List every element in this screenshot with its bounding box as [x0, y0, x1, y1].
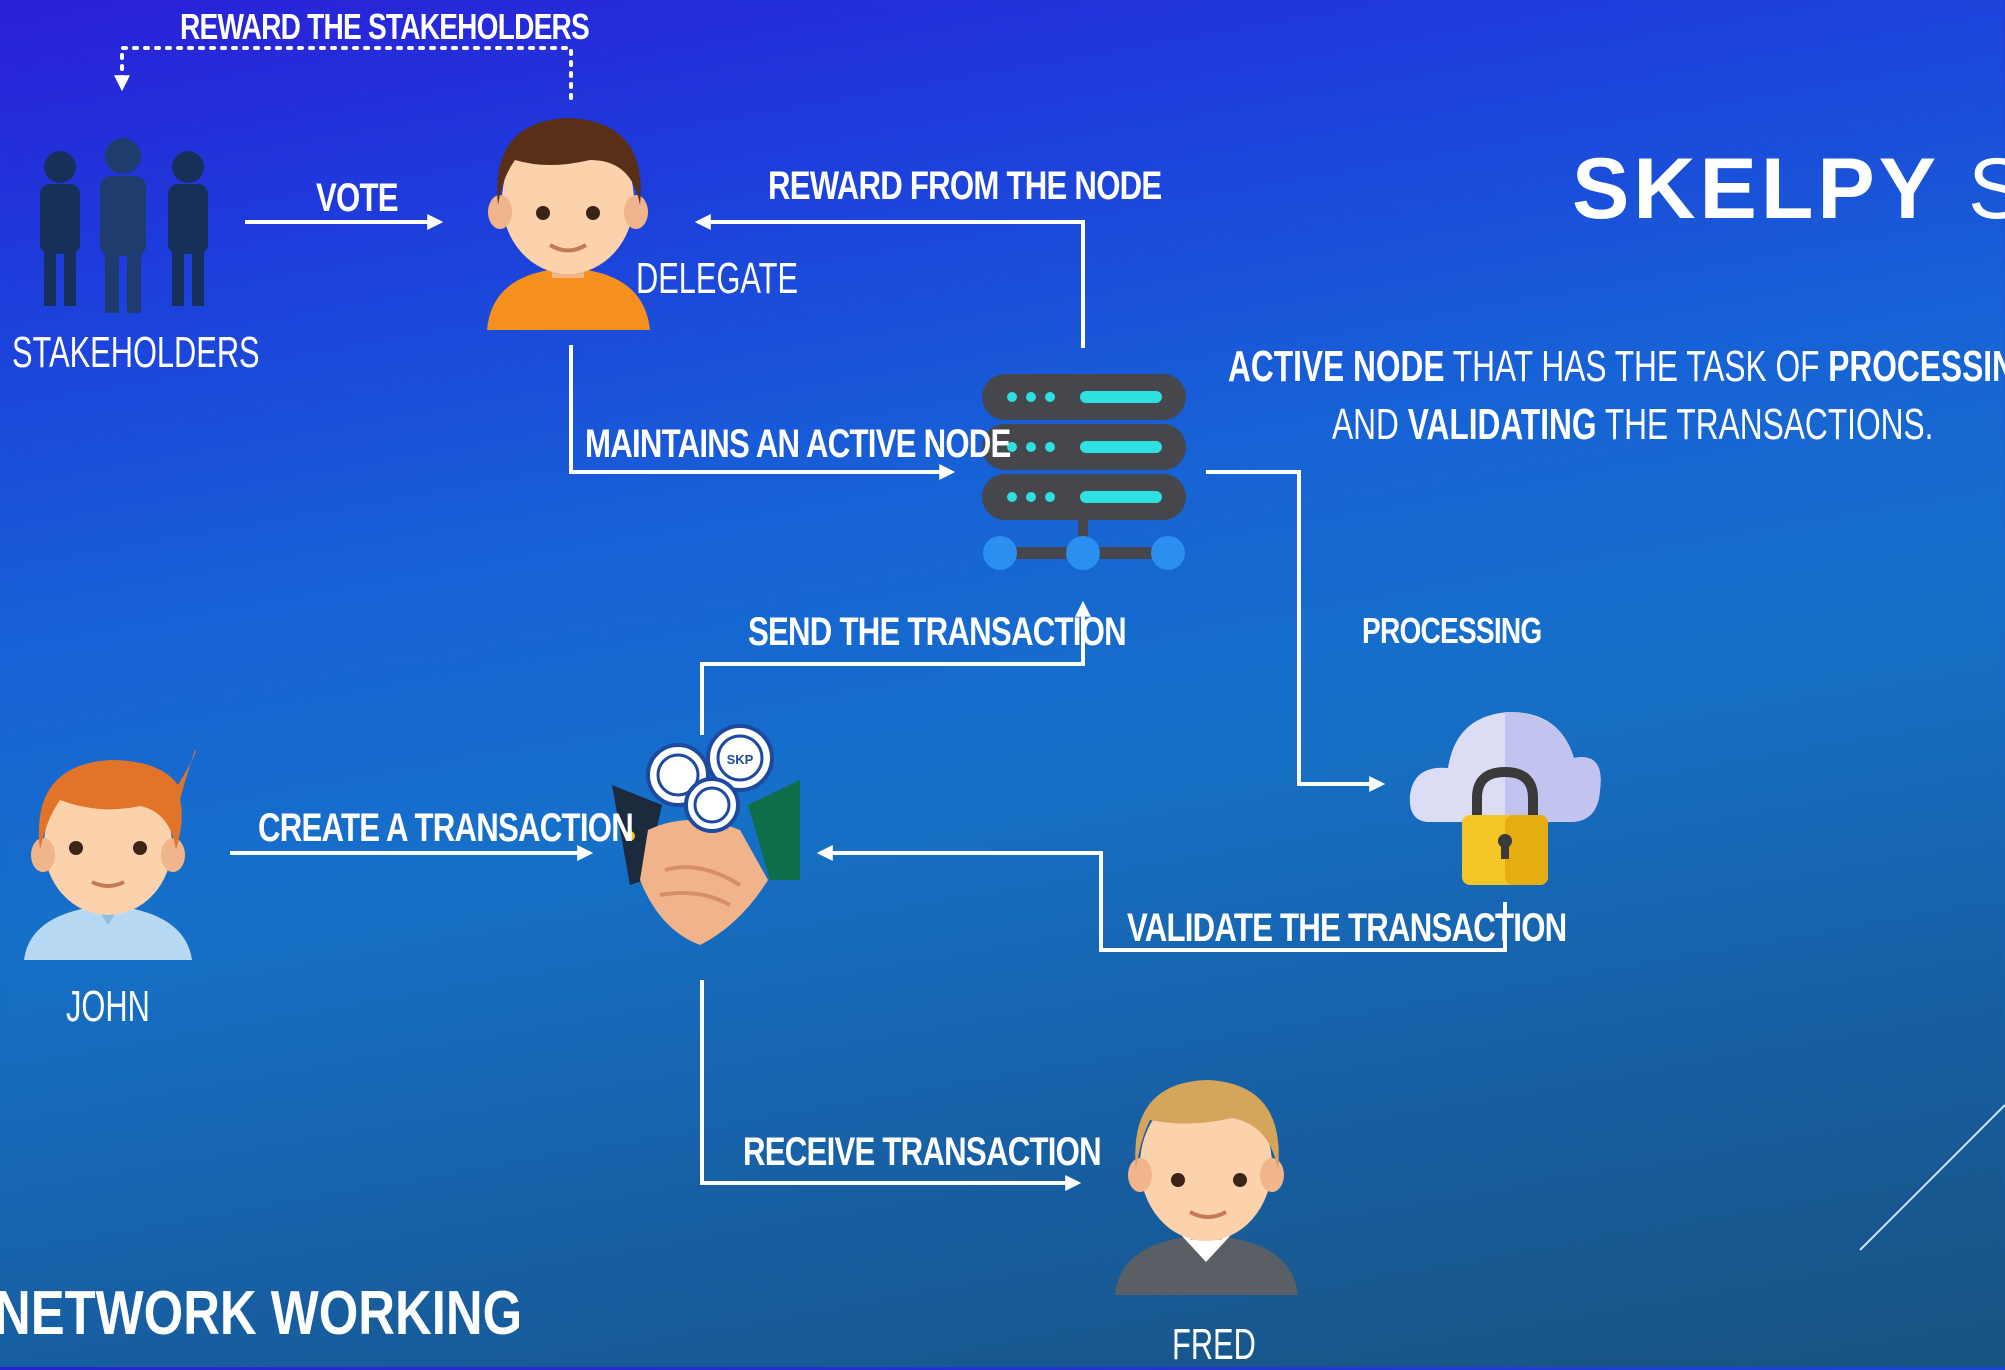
description-line-2: AND VALIDATING THE TRANSACTIONS. [1332, 400, 1933, 450]
description-line-1: ACTIVE NODE THAT HAS THE TASK OF PROCESS… [1228, 342, 2005, 392]
reward-from-node-label: REWARD FROM THE NODE [768, 164, 1162, 208]
reward-stakeholders-arrow [114, 46, 573, 100]
processing-arrow [1206, 470, 1386, 792]
delegate-name: DELEGATE [636, 254, 799, 303]
create-transaction-label: CREATE A TRANSACTION [258, 806, 634, 850]
stakeholders-name: STAKEHOLDERS [12, 328, 260, 377]
desc-processing: PROCESSING [1828, 342, 2005, 391]
desc-active-node: ACTIVE NODE [1228, 342, 1445, 391]
maintains-node-arrow [569, 345, 956, 480]
coin-label: SKP [727, 752, 754, 767]
page-title: SKELPY SC [1572, 140, 2005, 239]
section-title: NETWORK WORKING [0, 1279, 523, 1348]
processing-label: PROCESSING [1362, 610, 1542, 651]
decorative-diagonal-line [1859, 1104, 2005, 1251]
desc-text-1: THAT HAS THE TASK OF [1444, 342, 1829, 391]
validate-transaction-arrow [816, 845, 1507, 952]
desc-text-3: THE TRANSACTIONS. [1596, 400, 1934, 449]
desc-validating: VALIDATING [1407, 400, 1597, 449]
desc-text-2: AND [1332, 400, 1408, 449]
reward-stakeholders-label: REWARD THE STAKEHOLDERS [180, 6, 590, 47]
send-transaction-label: SEND THE TRANSACTION [748, 610, 1127, 654]
title-light: SC [1968, 141, 2005, 237]
maintains-node-label: MAINTAINS AN ACTIVE NODE [585, 422, 1011, 466]
receive-transaction-arrow [700, 980, 1082, 1191]
john-name: JOHN [66, 982, 150, 1031]
send-transaction-arrow [700, 600, 1091, 735]
fred-name: FRED [1172, 1320, 1256, 1369]
vote-label: VOTE [316, 176, 399, 220]
validate-transaction-label: VALIDATE THE TRANSACTION [1127, 906, 1567, 950]
receive-transaction-label: RECEIVE TRANSACTION [743, 1130, 1102, 1174]
title-bold: SKELPY [1572, 141, 1941, 237]
reward-from-node-arrow [694, 214, 1085, 348]
